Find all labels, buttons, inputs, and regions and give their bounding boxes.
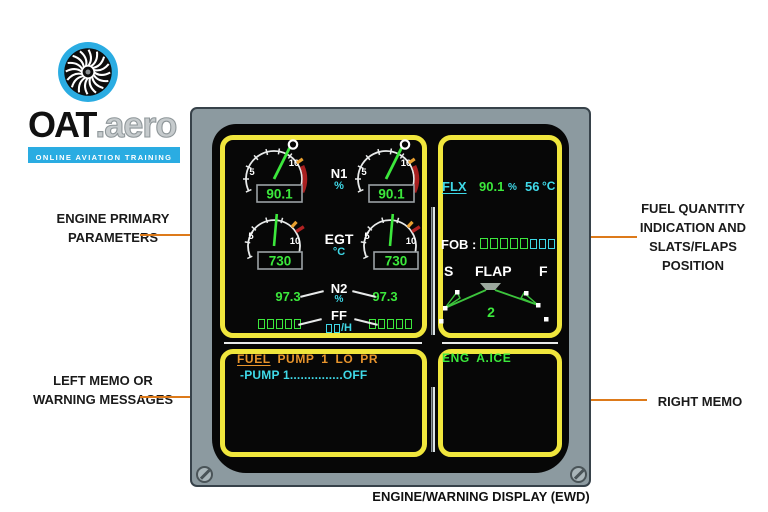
n1-unit: % [334, 180, 344, 192]
flx-label: FLX [442, 179, 467, 194]
egt-red-limit-tick [295, 225, 305, 234]
fuel-flap-panel [438, 135, 562, 338]
egt-gauge-left: 5 10 730 [244, 213, 305, 270]
screw-icon-left [196, 466, 213, 483]
slat-flap-position-indicator: 2 [439, 283, 549, 324]
ewd-screen [212, 124, 569, 473]
egt-red-limit-tick [411, 225, 421, 234]
annotation-left-memo: LEFT MEMO OR WARNING MESSAGES [32, 373, 174, 407]
n2-value-right: 97.3 [372, 289, 398, 304]
horizontal-separator-left [224, 342, 422, 344]
egt-needle [388, 213, 395, 247]
n1-needle [384, 146, 404, 180]
n1-command-circle [399, 139, 411, 150]
n1-needle [272, 146, 292, 180]
left-memo-title: FUEL [237, 352, 271, 366]
left-memo-line1: FUEL PUMP 1 LO PR [237, 352, 378, 366]
egt-amber-limit-tick [290, 220, 298, 229]
n2-label: N2 [330, 281, 348, 296]
n1-tick-high: 10 [289, 158, 300, 169]
left-memo-panel [220, 349, 427, 457]
annotation-right-memo: RIGHT MEMO [657, 394, 743, 409]
turbine-fan-icon [58, 42, 118, 102]
flap-f-label: F [539, 263, 548, 279]
screw-icon-right [570, 466, 587, 483]
svg-text:5: 5 [248, 231, 254, 242]
n2-unit: % [334, 294, 344, 305]
flx-value: 90.1 [479, 179, 505, 194]
vertical-separator-top [431, 207, 435, 335]
svg-text:5: 5 [361, 167, 367, 178]
horizontal-separator-right [442, 342, 558, 344]
n1-tick-low: 5 [249, 167, 255, 178]
ff-unit-box [333, 323, 340, 333]
n1-command-circle [287, 139, 299, 150]
flx-percent: % [508, 182, 517, 193]
brand-banner: ONLINE AVIATION TRAINING [28, 147, 180, 163]
n1-value-right: 90.1 [378, 187, 405, 202]
fob-unit-boxes [530, 239, 555, 249]
leader-line-left-memo [140, 396, 218, 398]
ff-unit-text: /H [341, 322, 352, 334]
right-memo-line1: ENG A.ICE [442, 351, 512, 365]
ff-unit-box [326, 323, 332, 333]
fob-label: FOB : [441, 237, 477, 252]
egt-gauge-right: 5 10 730 [360, 213, 421, 270]
flap-label: FLAP [475, 263, 512, 279]
ff-label: FF [331, 308, 347, 323]
egt-unit: °C [332, 246, 346, 258]
vertical-separator-bottom [431, 387, 435, 452]
n1-value-left: 90.1 [266, 187, 293, 202]
fob-digit-boxes [480, 238, 528, 249]
flx-temp-unit: °C [542, 179, 556, 193]
ff-unit: /H [326, 322, 352, 334]
flx-temp: 56 [525, 179, 540, 194]
slat-label: S [444, 263, 454, 279]
left-memo-line2: -PUMP 1...............OFF [240, 368, 368, 382]
n1-gauge-left: 5 10 90.1 [243, 139, 308, 203]
n1-gauge-right: 5 10 90.1 [355, 139, 420, 203]
annotation-fuel-quantity: FUEL QUANTITY INDICATION AND SLATS/FLAPS… [639, 201, 747, 273]
slat-symbol [444, 290, 461, 309]
egt-amber-limit-tick [406, 220, 414, 229]
svg-text:10: 10 [401, 158, 412, 169]
engine-parameters-panel [220, 135, 427, 338]
n1-label: N1 [330, 166, 348, 181]
leader-line-engine-primary [140, 234, 218, 236]
svg-text:10: 10 [406, 236, 417, 247]
svg-text:10: 10 [290, 236, 301, 247]
ewd-bezel: 5 10 90.1 5 10 90.1 N1 % 5 10 730 5 [190, 107, 591, 487]
egt-label: EGT [324, 231, 354, 247]
flap-position-value: 2 [487, 304, 495, 320]
egt-value-left: 730 [269, 254, 292, 269]
leader-line-right-memo [563, 399, 647, 401]
brand-text: OAT.aero [28, 103, 178, 146]
ff-digit-boxes-left [258, 319, 301, 329]
banner-text: ONLINE AVIATION TRAINING [35, 153, 173, 162]
n2-value-left: 97.3 [275, 289, 301, 304]
ewd-caption: ENGINE/WARNING DISPLAY (EWD) [372, 489, 590, 504]
right-memo-panel [438, 349, 562, 457]
leader-line-fuel-quantity [563, 236, 637, 238]
annotation-engine-primary: ENGINE PRIMARY PARAMETERS [56, 211, 170, 245]
left-memo-message: PUMP 1 LO PR [277, 352, 379, 366]
brand-oat: OAT [28, 104, 97, 145]
n1-amber-limit-tick [295, 157, 304, 165]
flap-symbol [519, 291, 539, 306]
n1-amber-limit-tick [407, 157, 416, 165]
egt-needle [272, 213, 279, 247]
svg-text:5: 5 [364, 231, 370, 242]
brand-aero: .aero [95, 103, 178, 145]
flap-index-marker [480, 283, 501, 290]
egt-value-right: 730 [385, 254, 408, 269]
